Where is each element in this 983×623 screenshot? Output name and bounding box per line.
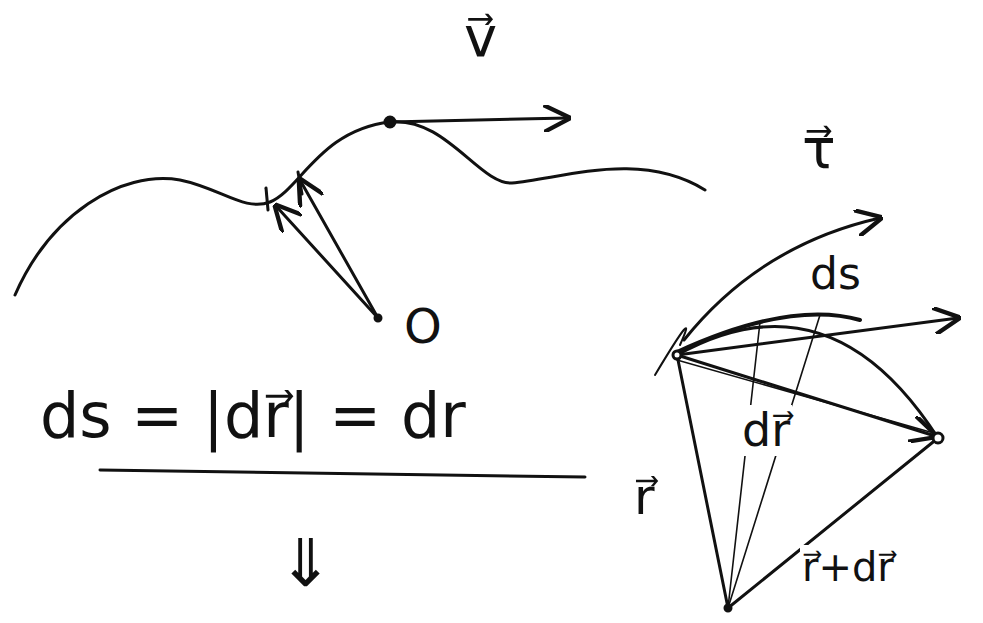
vector-label: r⃗ — [632, 470, 657, 525]
vector-label: τ⃗ — [800, 118, 838, 180]
arc-label: ds — [808, 250, 863, 298]
radius-arrow — [276, 206, 378, 318]
helper-line — [728, 322, 760, 608]
tangent-extension — [655, 328, 686, 375]
radius-arrow — [300, 180, 378, 318]
formula: ds = |dr⃗| = dr — [38, 382, 468, 450]
implies-sign: ⇓ — [276, 528, 335, 601]
vector-label: r⃗+dr⃗ — [800, 545, 896, 589]
origin-label: O — [402, 300, 444, 353]
tick-mark — [298, 172, 302, 194]
arc-ds — [677, 326, 938, 438]
vector-label: v⃗ — [462, 6, 499, 68]
point-dot — [673, 351, 681, 359]
r-plus-dr-vector — [728, 438, 938, 608]
underline — [100, 470, 585, 477]
dr-chord — [677, 360, 930, 432]
r-vector — [677, 355, 728, 608]
point-dot — [385, 117, 395, 127]
tangent-arrow — [677, 318, 958, 355]
tick-mark — [266, 188, 268, 210]
origin-dot — [375, 315, 381, 321]
vector-label: dr⃗ — [740, 405, 792, 456]
origin-dot — [725, 605, 731, 611]
trajectory — [15, 122, 705, 295]
point-dot — [933, 433, 943, 443]
velocity-arrow — [390, 118, 568, 122]
dr-chord — [677, 355, 935, 436]
tau-arrow — [684, 218, 880, 340]
